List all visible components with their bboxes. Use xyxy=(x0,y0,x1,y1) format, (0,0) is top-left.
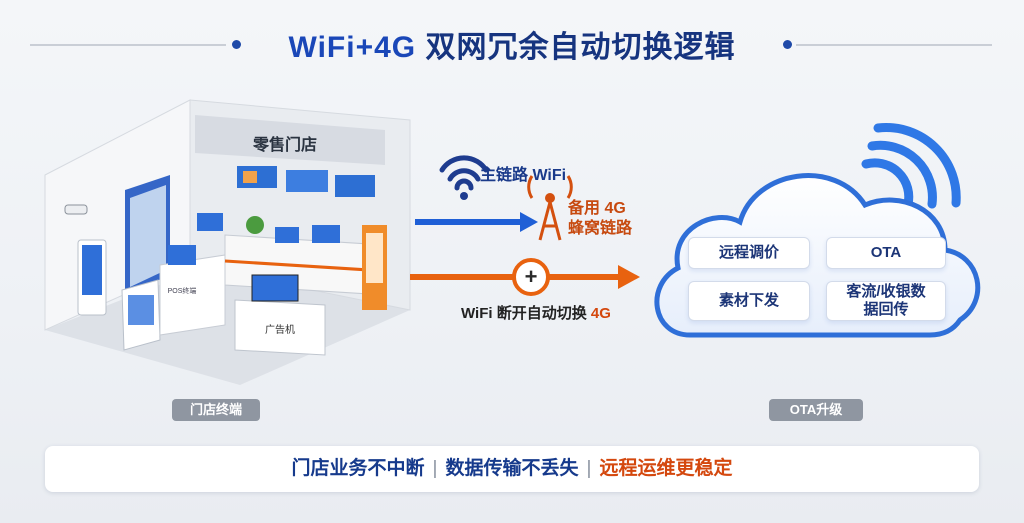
title-rest: 双网冗余自动切换逻辑 xyxy=(416,31,736,64)
cloud-item-data: 客流/收银数 据回传 xyxy=(826,281,946,321)
cloud-item-data-line1: 客流/收银数 xyxy=(846,283,926,300)
cloud-item-media: 素材下发 xyxy=(688,281,810,321)
wifi-arrow-head xyxy=(520,212,538,232)
ota-label: OTA升级 xyxy=(769,399,863,421)
ad-machine-screen xyxy=(251,274,299,302)
vending-window xyxy=(366,233,383,283)
store-sign-band xyxy=(195,115,385,165)
title-dot-left xyxy=(232,40,241,49)
benefit-separator-1: | xyxy=(432,458,438,479)
switch-label-suffix: 4G xyxy=(586,305,611,322)
switch-node xyxy=(512,258,550,296)
4g-arrow-head xyxy=(618,265,640,289)
camera-icon xyxy=(64,204,88,215)
fridge-glass xyxy=(130,185,166,287)
benefit-3: 远程运维更稳定 xyxy=(599,458,733,479)
title-dot-right xyxy=(783,40,792,49)
benefit-2: 数据传输不丢失 xyxy=(445,458,579,479)
backup-link-line2: 蜂窝链路 xyxy=(568,220,633,237)
store-sign-text: 零售门店 xyxy=(252,135,317,154)
benefit-bar: 门店业务不中断 | 数据传输不丢失 | 远程运维更稳定 xyxy=(45,446,979,492)
ad-machine-label: 广告机 xyxy=(265,323,295,336)
menu-screen-2 xyxy=(286,170,328,192)
primary-link-label: 主链路 WiFi xyxy=(480,167,567,184)
plant xyxy=(246,216,264,234)
menu-screen-3 xyxy=(335,175,375,197)
ad-machine xyxy=(234,299,326,356)
cloud-item-price: 远程调价 xyxy=(688,237,810,269)
backup-link-label: 备用 4G 蜂窝链路 xyxy=(568,199,632,239)
store-terminal-label: 门店终端 xyxy=(172,399,260,421)
wifi-icon-dot xyxy=(460,192,468,200)
self-kiosk-screen xyxy=(82,245,102,295)
cloud-item-data-line2: 据回传 xyxy=(863,301,909,318)
cloud-item-ota: OTA xyxy=(826,237,946,269)
benefit-separator-2: | xyxy=(586,458,592,479)
backup-link-line1: 备用 4G xyxy=(568,200,626,217)
menu-screen-accent xyxy=(243,171,257,183)
page-title: WiFi+4G 双网冗余自动切换逻辑 xyxy=(250,22,774,66)
cell-tower-icon xyxy=(527,175,573,241)
title-prefix: WiFi+4G xyxy=(288,31,417,64)
title-rule-left xyxy=(30,44,226,46)
counter-screen-1 xyxy=(197,213,223,231)
switch-label: WiFi 断开自动切换 4G xyxy=(461,302,611,323)
title-area: WiFi+4G 双网冗余自动切换逻辑 xyxy=(0,22,1024,72)
checkout-counter xyxy=(159,254,226,336)
counter-accent-line xyxy=(224,259,386,273)
counter-screen-3 xyxy=(312,225,340,243)
promo-standee-poster xyxy=(128,295,154,325)
pos-screen xyxy=(168,245,196,265)
switch-plus: + xyxy=(525,264,538,289)
pos-label: POS终端 xyxy=(168,286,197,295)
counter-screen-2 xyxy=(275,227,299,243)
switch-label-prefix: WiFi 断开自动切换 xyxy=(461,305,587,322)
benefit-1: 门店业务不中断 xyxy=(291,458,425,479)
cell-tower-top xyxy=(545,193,555,203)
store-illustration: 零售门店 POS终端 广告机 xyxy=(44,99,411,385)
cloud-signal-icon xyxy=(861,123,961,209)
wifi-icon xyxy=(439,155,489,191)
link-arrows: + xyxy=(410,155,640,296)
title-rule-right xyxy=(796,44,992,46)
